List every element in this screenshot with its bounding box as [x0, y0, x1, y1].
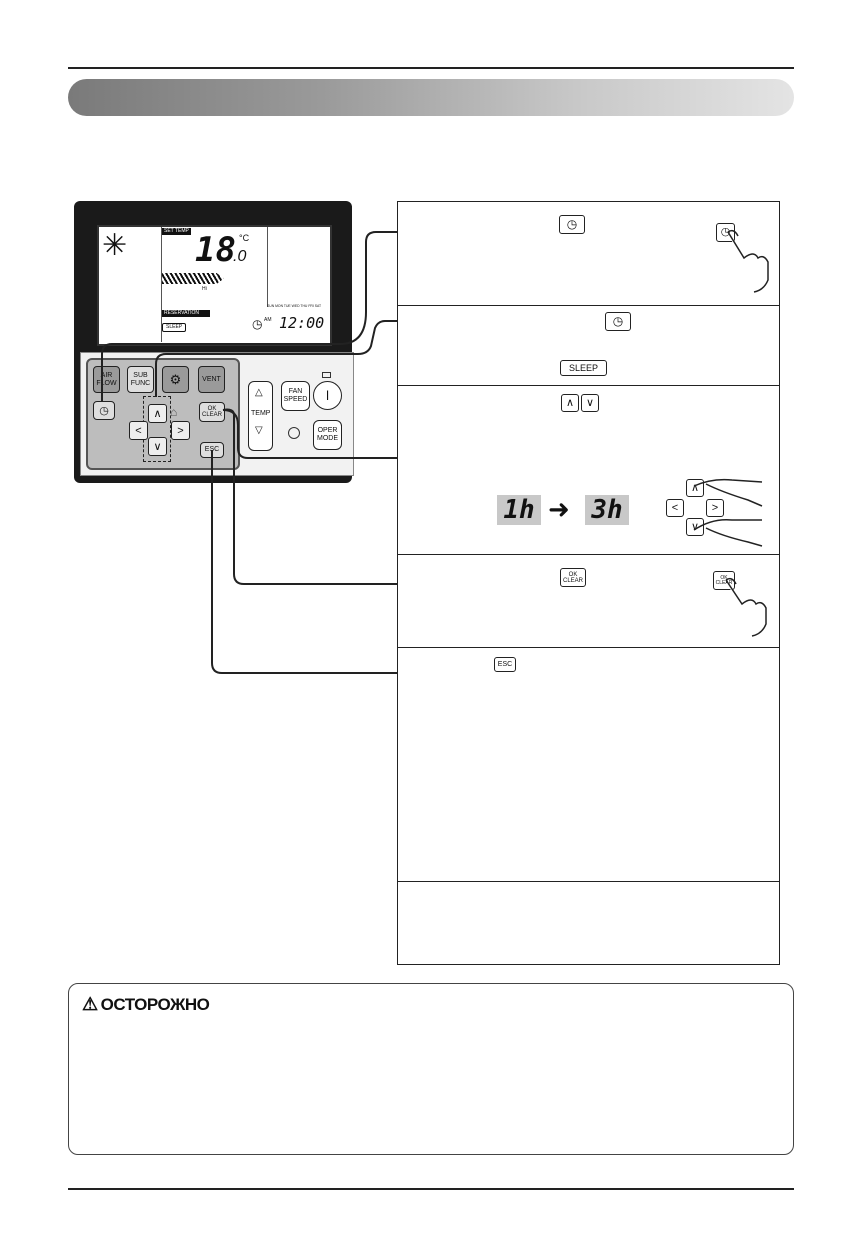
- step1-press-timer-icon: ◷: [716, 223, 735, 242]
- home-icon: ⌂: [170, 405, 178, 419]
- lcd-temp-unit: °C: [239, 233, 250, 243]
- step-divider-2: [397, 385, 780, 386]
- caution-heading: ⚠ ОСТОРОЖНО: [82, 994, 210, 1015]
- reservation-label: RESERVATION: [162, 310, 210, 317]
- down-arrow-button[interactable]: ∨: [148, 437, 167, 456]
- status-led: [322, 372, 331, 378]
- right-arrow-button[interactable]: >: [171, 421, 190, 440]
- step2-timer-icon: ◷: [605, 312, 631, 331]
- temp-label: TEMP: [251, 410, 271, 417]
- step-divider-4: [397, 647, 780, 648]
- step4-ok-clear-icon: OK CLEAR: [560, 568, 586, 587]
- power-button[interactable]: ⏽: [313, 381, 342, 410]
- step3-up-icon: ∧: [561, 394, 579, 412]
- section-title-bar: [68, 79, 794, 116]
- fan-speed-button[interactable]: FAN SPEED: [281, 381, 310, 411]
- fan-level-label: Hi: [202, 286, 207, 292]
- settings-gear-icon: ⚙: [169, 371, 182, 387]
- sub-func-button[interactable]: SUB FUNC: [127, 366, 154, 393]
- oper-mode-button[interactable]: OPER MODE: [313, 420, 342, 450]
- cooling-mode-icon: ✳: [102, 229, 128, 262]
- warning-icon: ⚠: [82, 994, 98, 1014]
- air-flow-button[interactable]: AIR FLOW: [93, 366, 120, 393]
- step-divider-5: [397, 881, 780, 882]
- sleep-indicator: SLEEP: [162, 323, 187, 332]
- vent-button[interactable]: VENT: [198, 366, 225, 393]
- step1-finger-icon: [727, 229, 769, 293]
- lcd-temp-decimal: .0: [233, 248, 247, 265]
- weekday-row: SUN MON TUE WED THU FRI SAT: [267, 304, 322, 308]
- temp-down-icon: ▽: [255, 425, 263, 436]
- step3-pad-left-icon: <: [666, 499, 684, 517]
- step-divider-1: [397, 305, 780, 306]
- settings-button[interactable]: ⚙: [162, 366, 189, 393]
- step3-fingers-icon: [693, 478, 763, 547]
- step3-pad-down-icon: ∨: [686, 518, 704, 536]
- display-from: 1h: [497, 495, 541, 525]
- steps-box: [397, 201, 780, 965]
- ok-clear-button[interactable]: OK CLEAR: [199, 402, 225, 422]
- arrow-right-icon: ➜: [548, 494, 570, 524]
- up-arrow-button[interactable]: ∧: [148, 404, 167, 423]
- clock-icon: ◷: [252, 317, 263, 331]
- top-rule: [68, 67, 794, 69]
- display-to: 3h: [585, 495, 629, 525]
- temp-up-icon: △: [255, 387, 263, 398]
- lcd-time: 12:00: [279, 314, 325, 332]
- bottom-rule: [68, 1188, 794, 1190]
- step1-timer-icon: ◷: [559, 215, 585, 234]
- sleep-icon: SLEEP: [560, 360, 607, 376]
- caution-title: ОСТОРОЖНО: [100, 994, 210, 1014]
- caution-box: [68, 983, 794, 1155]
- fan-speed-bar: [162, 273, 224, 284]
- left-arrow-button[interactable]: <: [129, 421, 148, 440]
- power-icon: ⏽: [321, 387, 334, 403]
- step4-finger-icon: [725, 577, 767, 637]
- timer-clock-icon: ◷: [99, 404, 109, 417]
- step-divider-3: [397, 554, 780, 555]
- set-temp-label: SET TEMP: [162, 228, 191, 235]
- am-label: AM: [264, 317, 272, 323]
- step3-down-icon: ∨: [581, 394, 599, 412]
- reservation-timer-button[interactable]: ◷: [93, 401, 115, 420]
- step3-pad-right-icon: >: [706, 499, 724, 517]
- sensor-dot: [288, 427, 300, 439]
- lcd-temp-value: 18: [195, 230, 236, 270]
- step5-esc-icon: ESC: [494, 657, 516, 672]
